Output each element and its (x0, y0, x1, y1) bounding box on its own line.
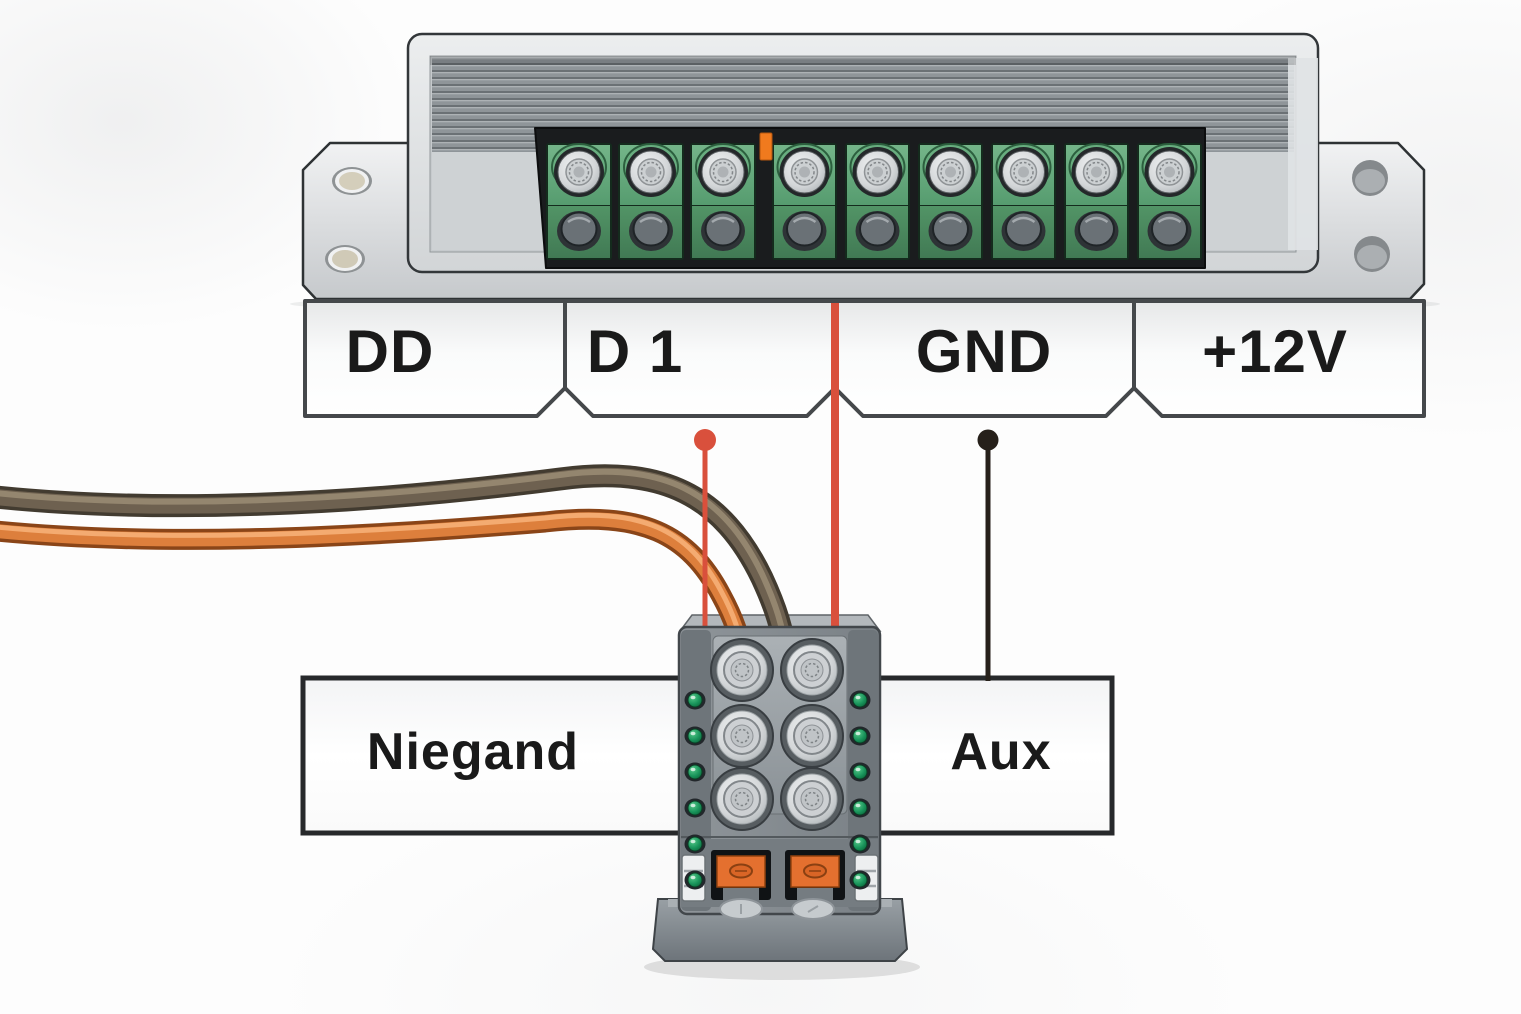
right-mounting-holes (1352, 160, 1390, 272)
connector-leds (684, 690, 871, 890)
terminal-cell (845, 143, 910, 260)
terminal-label-dd: DD (345, 318, 435, 385)
d1-connection-dot (694, 429, 716, 451)
wiegand-callout-label: Niegand (366, 723, 580, 781)
brown-cable (0, 464, 798, 672)
gnd-connection (977, 429, 999, 681)
status-led (849, 726, 871, 746)
tray-inner-wall-highlight (1288, 58, 1318, 250)
connector-screw (710, 704, 774, 768)
orange-switch-1 (711, 850, 771, 900)
status-led (849, 762, 871, 782)
terminal-cell (1064, 143, 1129, 260)
adapter-connector (644, 625, 920, 980)
terminal-cell (918, 143, 983, 260)
terminal-label-band (303, 299, 1426, 418)
terminal-cell (1137, 143, 1202, 260)
terminal-cell (546, 143, 612, 260)
orange-switch-2 (785, 850, 845, 900)
terminal-cell (618, 143, 684, 260)
connector-screw (710, 767, 774, 831)
status-led (684, 762, 706, 782)
aux-callout-label: Aux (950, 723, 1052, 781)
connector-screw (710, 638, 774, 702)
status-led (849, 798, 871, 818)
status-led (684, 726, 706, 746)
status-led (684, 798, 706, 818)
terminal-label-d1: D 1 (586, 318, 684, 385)
terminal-cell (690, 143, 756, 260)
connector-screw (780, 767, 844, 831)
connector-screw (780, 704, 844, 768)
bottom-discs (719, 898, 835, 920)
gnd-connection-dot (977, 429, 999, 451)
left-mounting-holes (325, 167, 372, 273)
terminal-label-12v: +12V (1202, 318, 1348, 385)
aux-callout-box (870, 675, 1115, 836)
status-led (849, 870, 871, 890)
terminal-cell (772, 143, 837, 260)
terminal-group-marker (759, 132, 773, 161)
terminal-strip (534, 127, 1206, 269)
d1-connection (694, 429, 716, 640)
connector-screws (710, 638, 844, 831)
terminal-cells (546, 143, 1202, 260)
orange-cable (0, 508, 754, 673)
status-led (849, 834, 871, 854)
terminal-label-gnd: GND (915, 318, 1053, 385)
terminal-cell (991, 143, 1056, 260)
status-led (684, 834, 706, 854)
connector-screw (780, 638, 844, 702)
status-led (684, 690, 706, 710)
status-led (684, 870, 706, 890)
status-led (849, 690, 871, 710)
